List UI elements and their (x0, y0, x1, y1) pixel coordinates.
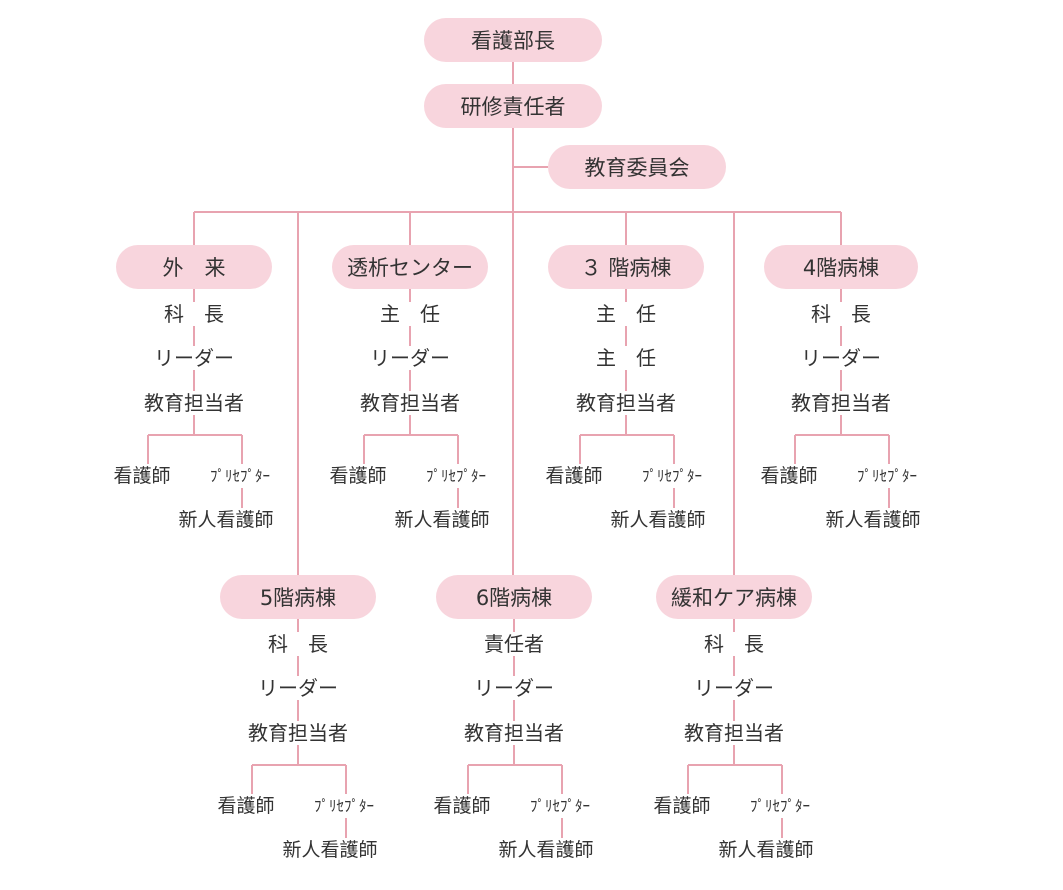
new-nurse-label: 新人看護師 (280, 838, 380, 862)
role-label-2: リーダー (256, 676, 340, 700)
preceptor-label: ﾌﾟﾘｾﾌﾟﾀｰ (207, 464, 273, 488)
role-label-1: 科 長 (266, 632, 330, 656)
head-nurse-node: 看護部長 (424, 18, 602, 62)
new-nurse-label: 新人看護師 (176, 508, 276, 532)
role-label-2: リーダー (472, 676, 556, 700)
new-nurse-label: 新人看護師 (716, 838, 816, 862)
new-nurse-label: 新人看護師 (496, 838, 596, 862)
unit-node-ward5: 5階病棟 (220, 575, 376, 619)
role-label-1: 責任者 (482, 632, 546, 656)
role-label-1: 科 長 (809, 302, 873, 326)
role-label-1: 主 任 (378, 302, 442, 326)
education-committee-label: 教育委員会 (584, 156, 690, 180)
role-label-2: リーダー (152, 346, 236, 370)
unit-node-ward3: ３ 階病棟 (548, 245, 704, 289)
preceptor-label: ﾌﾟﾘｾﾌﾟﾀｰ (639, 464, 705, 488)
new-nurse-label: 新人看護師 (823, 508, 923, 532)
unit-name-label: 外 来 (162, 256, 226, 280)
preceptor-label: ﾌﾟﾘｾﾌﾟﾀｰ (747, 794, 813, 818)
unit-name-label: ３ 階病棟 (580, 256, 672, 280)
staff-nurse-label: 看護師 (111, 464, 173, 488)
training-lead-label: 研修責任者 (460, 95, 566, 119)
preceptor-label: ﾌﾟﾘｾﾌﾟﾀｰ (854, 464, 920, 488)
role-label-1: 科 長 (702, 632, 766, 656)
new-nurse-label: 新人看護師 (608, 508, 708, 532)
unit-name-label: 緩和ケア病棟 (671, 586, 797, 610)
role-label-2: リーダー (368, 346, 452, 370)
staff-nurse-label: 看護師 (651, 794, 713, 818)
role-label-3: 教育担当者 (574, 391, 678, 415)
staff-nurse-label: 看護師 (215, 794, 277, 818)
role-label-3: 教育担当者 (682, 721, 786, 745)
training-lead-node: 研修責任者 (424, 84, 602, 128)
role-label-2: リーダー (799, 346, 883, 370)
unit-name-label: 5階病棟 (259, 586, 337, 610)
staff-nurse-label: 看護師 (327, 464, 389, 488)
unit-node-ward6: 6階病棟 (436, 575, 592, 619)
education-committee-node: 教育委員会 (548, 145, 726, 189)
unit-name-label: 4階病棟 (802, 256, 880, 280)
unit-node-touseki: 透析センター (332, 245, 488, 289)
head-nurse-label: 看護部長 (471, 29, 555, 53)
preceptor-label: ﾌﾟﾘｾﾌﾟﾀｰ (527, 794, 593, 818)
role-label-3: 教育担当者 (462, 721, 566, 745)
role-label-3: 教育担当者 (789, 391, 893, 415)
role-label-1: 主 任 (594, 302, 658, 326)
role-label-3: 教育担当者 (246, 721, 350, 745)
role-label-2: 主 任 (594, 346, 658, 370)
role-label-3: 教育担当者 (142, 391, 246, 415)
preceptor-label: ﾌﾟﾘｾﾌﾟﾀｰ (423, 464, 489, 488)
unit-name-label: 透析センター (347, 256, 473, 280)
preceptor-label: ﾌﾟﾘｾﾌﾟﾀｰ (311, 794, 377, 818)
unit-node-kanwa: 緩和ケア病棟 (656, 575, 812, 619)
staff-nurse-label: 看護師 (431, 794, 493, 818)
role-label-3: 教育担当者 (358, 391, 462, 415)
unit-node-gairai: 外 来 (116, 245, 272, 289)
staff-nurse-label: 看護師 (543, 464, 605, 488)
unit-name-label: 6階病棟 (475, 586, 553, 610)
unit-node-ward4: 4階病棟 (764, 245, 918, 289)
role-label-2: リーダー (692, 676, 776, 700)
role-label-1: 科 長 (162, 302, 226, 326)
new-nurse-label: 新人看護師 (392, 508, 492, 532)
staff-nurse-label: 看護師 (758, 464, 820, 488)
